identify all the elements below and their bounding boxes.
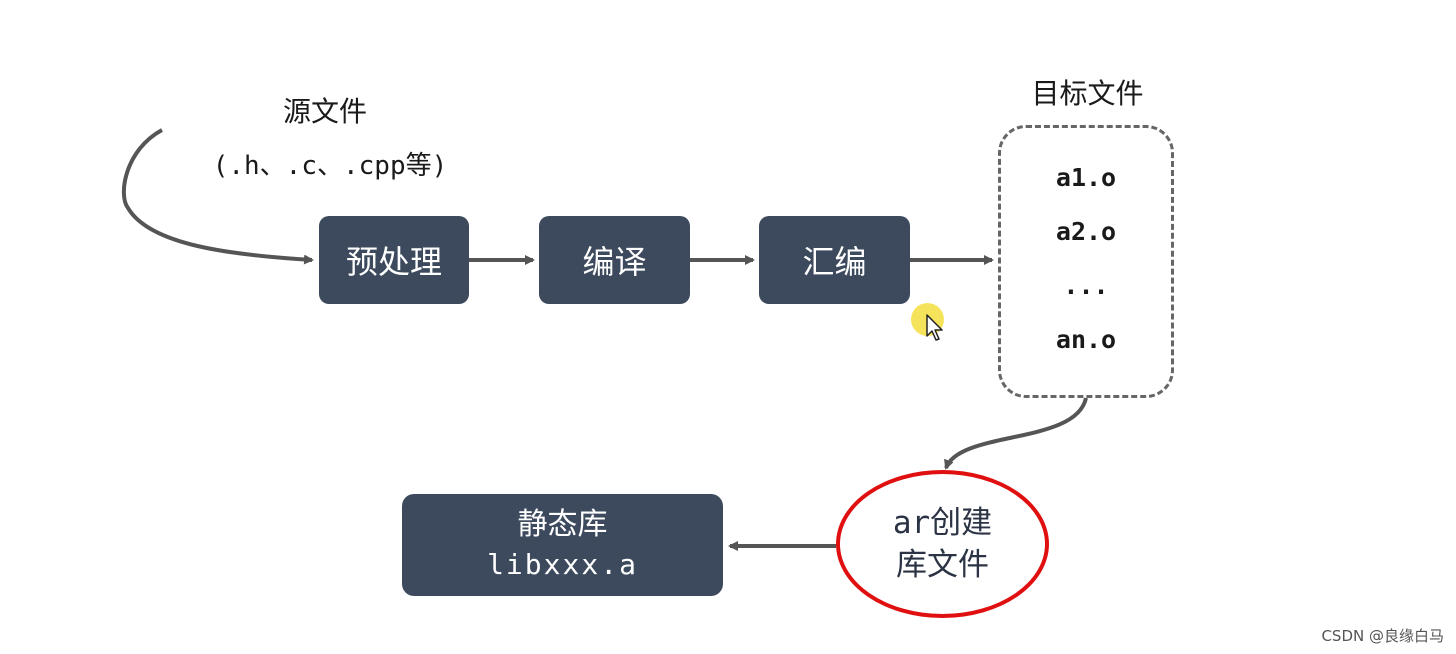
source-files-extensions: (.h、.c、.cpp等) [212,151,448,181]
compile-step-label: 编译 [582,243,647,281]
compile-step: 编译 [539,216,690,304]
ar-command: ar [892,505,931,541]
objects-to-ar-arrow [944,397,1088,470]
assemble-step: 汇编 [759,216,910,304]
preprocess-step: 预处理 [319,216,469,304]
static-library-filename: libxxx.a [487,548,638,581]
static-library-title: 静态库 [517,507,608,542]
object-files-box: a1.o a2.o ... an.o [998,125,1174,398]
object-file-item: a2.o [1055,217,1117,246]
source-to-preprocess-arrow [121,128,314,265]
preprocess-step-label: 预处理 [345,243,442,281]
ar-step-create-text: 创建 [930,505,993,541]
object-file-item: an.o [1055,325,1117,354]
source-files-title: 源文件 [282,95,367,128]
ar-step-line2: 库文件 [896,547,989,583]
object-file-ellipsis: ... [1063,271,1109,300]
ar-step-line1: ar创建 [893,502,992,544]
assemble-step-label: 汇编 [802,243,867,281]
ar-create-library-step: ar创建 库文件 [836,470,1049,618]
watermark: CSDN @良缘白马 [1321,627,1444,645]
object-files-title: 目标文件 [1031,77,1144,110]
static-library-box: 静态库 libxxx.a [402,494,723,596]
mouse-pointer-icon [926,314,943,341]
object-file-item: a1.o [1055,163,1117,192]
